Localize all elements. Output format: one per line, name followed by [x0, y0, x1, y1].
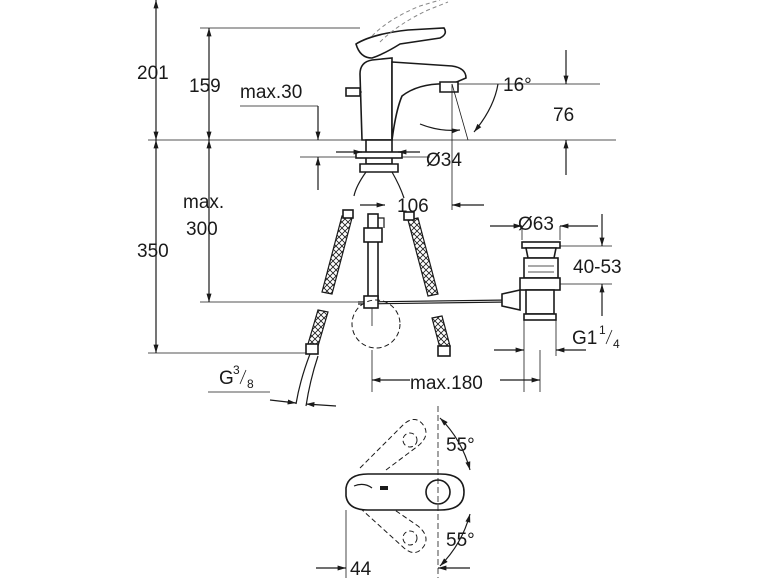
dim-g1-line	[494, 320, 586, 392]
hose-lower-right	[431, 315, 451, 357]
label-diameter-63: Ø63	[518, 214, 554, 235]
dim-g38-line	[208, 391, 337, 408]
dim-106-line	[360, 140, 484, 210]
label-max180: max.180	[410, 373, 483, 394]
faucet-lever-ghost	[371, 0, 449, 43]
label-diameter-34: Ø34	[426, 150, 462, 171]
label-76: 76	[553, 105, 574, 126]
hose-right	[403, 211, 439, 297]
g38-denominator: 8	[247, 377, 254, 391]
dim-max30-line	[240, 105, 321, 190]
g1-prefix: G1	[572, 328, 597, 349]
label-16deg: 16°	[503, 75, 532, 96]
label-40-53: 40-53	[573, 257, 622, 278]
dim-max180-line	[371, 350, 541, 392]
hose-lower-left	[295, 309, 329, 407]
label-159: 159	[189, 76, 221, 97]
hose-left	[321, 209, 354, 295]
dim-159-line	[200, 27, 360, 140]
label-350: 350	[137, 241, 169, 262]
label-max30: max.30	[240, 82, 302, 103]
dim-max300-line	[200, 140, 360, 303]
faucet-body	[345, 27, 467, 141]
pull-rod-connector	[351, 295, 511, 349]
g1-denominator: 4	[613, 337, 620, 351]
label-300: 300	[186, 219, 218, 240]
waste-assembly	[501, 241, 561, 321]
dim-350-line	[148, 140, 318, 354]
label-44: 44	[350, 559, 372, 578]
label-max: max.	[183, 192, 224, 213]
label-201: 201	[137, 63, 169, 84]
g1-numerator: 1	[599, 323, 606, 337]
dim-63-line	[490, 223, 598, 240]
label-106: 106	[397, 196, 429, 217]
spout-angle-lines	[419, 83, 499, 141]
label-g1-quarter: G1 1 4	[572, 323, 620, 351]
g38-numerator: 3	[233, 363, 240, 377]
lever-plan-view	[316, 406, 471, 578]
label-55deg-bottom: 55°	[446, 530, 475, 551]
g38-prefix: G	[219, 368, 234, 389]
dim-76-line	[458, 50, 600, 175]
label-g-three-eighths: G 3 8	[219, 363, 254, 391]
label-55deg-top: 55°	[446, 435, 475, 456]
faucet-shank	[353, 139, 405, 199]
pull-rod	[363, 213, 385, 301]
dim-40-53-line	[560, 214, 612, 316]
